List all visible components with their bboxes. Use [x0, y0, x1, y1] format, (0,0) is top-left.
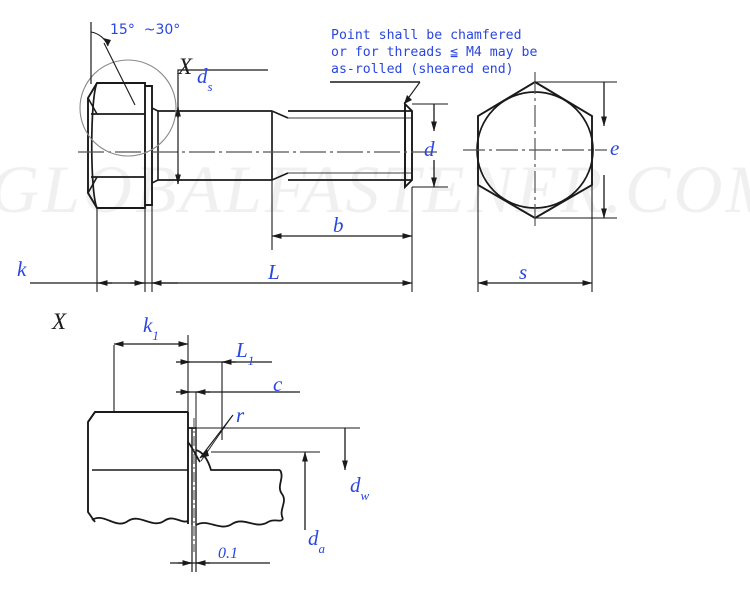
label-ds-text: d	[197, 64, 208, 88]
threaded-portion	[288, 110, 412, 181]
label-L1-text: L	[236, 338, 248, 362]
label-da-text: d	[308, 526, 319, 550]
label-dw-subscript: w	[360, 488, 370, 504]
detail-marker-x-main: X	[178, 54, 193, 79]
detail-view-x	[87, 335, 360, 572]
label-da: da	[308, 526, 325, 556]
label-k1-subscript: 1	[152, 328, 159, 344]
chamfer-note-line-3: as-rolled (sheared end)	[331, 62, 514, 77]
detail-marker-x-detail: X	[52, 309, 67, 334]
label-s: s	[519, 260, 528, 284]
label-k1: k1	[143, 313, 159, 343]
dimension-e	[535, 81, 617, 219]
head-bearing-face	[145, 85, 159, 206]
label-L1: L1	[236, 338, 254, 368]
dimension-gap	[170, 525, 270, 572]
label-e: e	[610, 136, 620, 160]
chamfered-point-end	[404, 101, 413, 190]
dimension-dw	[196, 427, 360, 471]
label-L1-subscript: 1	[247, 353, 255, 369]
label-r: r	[236, 403, 245, 427]
label-L: L	[268, 260, 280, 284]
dimension-s	[477, 185, 593, 292]
dimension-ds	[175, 69, 268, 185]
bolt-shank	[158, 110, 272, 181]
label-ds-subscript: s	[207, 79, 213, 95]
label-dw-text: d	[350, 473, 361, 497]
dimension-c	[176, 389, 300, 430]
angle-leader	[90, 22, 136, 106]
label-dw: dw	[350, 473, 369, 503]
label-k1-text: k	[143, 313, 153, 337]
chamfer-note-leader	[330, 81, 421, 105]
detail-head-fragment	[87, 411, 189, 525]
dimension-d	[412, 103, 448, 188]
label-ds: ds	[197, 64, 213, 94]
dimension-b	[271, 180, 413, 250]
label-zero-one: 0.1	[218, 545, 238, 562]
label-c: c	[273, 372, 283, 396]
angle-annotation: 15° ~30°	[110, 22, 181, 38]
detail-transition-lines	[191, 428, 197, 525]
label-k: k	[17, 257, 27, 281]
label-da-subscript: a	[318, 541, 326, 557]
detail-fillet-and-shank	[187, 427, 280, 471]
dimension-k	[30, 208, 178, 292]
thread-runout	[271, 110, 289, 181]
dimension-L	[151, 205, 413, 292]
dimension-da	[211, 451, 320, 530]
dimension-k1	[113, 335, 189, 412]
hex-head-profile	[87, 82, 146, 209]
main-bolt-view	[30, 22, 448, 292]
leader-r	[199, 414, 234, 462]
hex-end-view	[463, 72, 617, 292]
chamfer-note-line-1: Point shall be chamfered	[331, 28, 522, 43]
dimension-L1	[176, 359, 272, 440]
label-b: b	[333, 213, 344, 237]
detail-shank-fragment	[195, 469, 285, 528]
chamfer-note-line-2: or for threads ≦ M4 may be	[331, 45, 538, 60]
label-d: d	[424, 137, 435, 161]
